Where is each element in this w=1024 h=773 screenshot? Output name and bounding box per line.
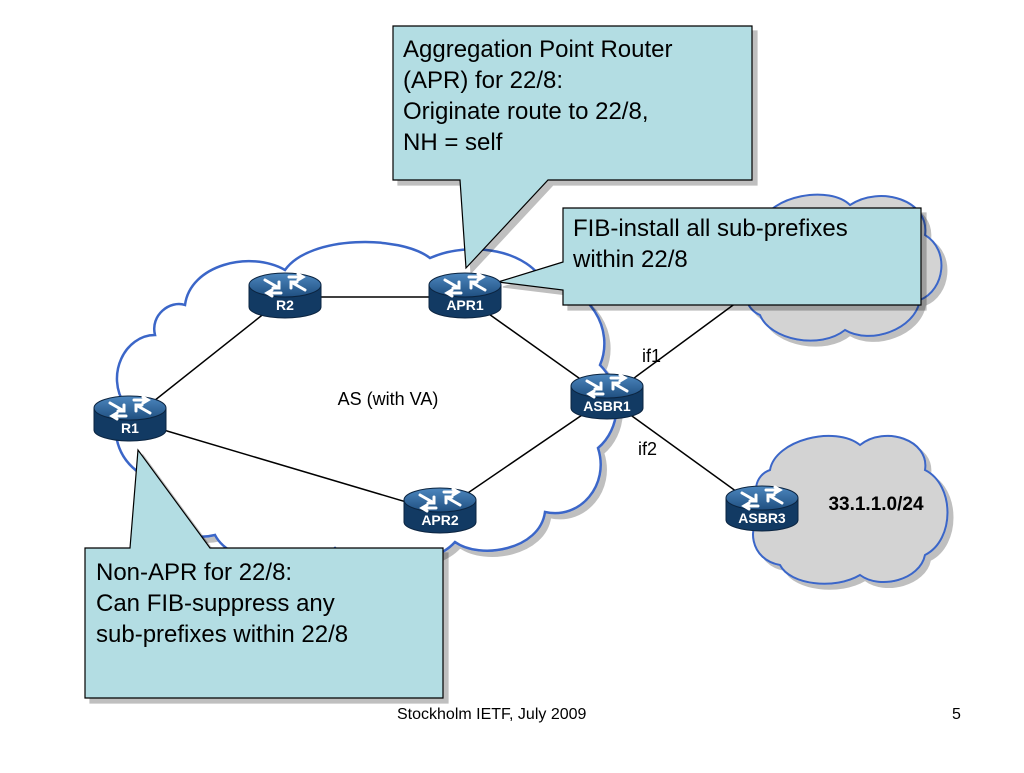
router-label: R1 [121, 420, 139, 436]
router-label: APR2 [421, 512, 459, 528]
callout-fib-install-text: FIB-install all sub-prefixes within 22/8 [573, 215, 848, 273]
router-arrows-icon [263, 272, 307, 298]
router-arrows-icon [108, 395, 152, 421]
router-apr1: APR1 [428, 272, 502, 319]
interface-if1-label: if1 [642, 346, 661, 366]
footer-text: Stockholm IETF, July 2009 [397, 706, 587, 723]
prefix-label: 33.1.1.0/24 [828, 494, 924, 515]
router-arrows-icon [585, 373, 629, 399]
router-r1: R1 [93, 395, 167, 442]
link-r1-apr2 [129, 419, 441, 513]
callout-apr-text: Aggregation Point Router (APR) for 22/8:… [403, 36, 673, 156]
router-label: ASBR3 [738, 510, 786, 526]
callout-fib-install [497, 207, 922, 306]
router-apr2: APR2 [403, 487, 477, 534]
callout-non-apr [84, 448, 444, 699]
interface-if2-label: if2 [638, 439, 657, 459]
as-cloud [114, 240, 618, 565]
router-arrows-icon [418, 487, 462, 513]
router-asbr1: ASBR1 [570, 373, 644, 420]
router-arrows-icon [740, 485, 784, 511]
router-arrows-icon [443, 272, 487, 298]
router-label: R2 [276, 297, 294, 313]
router-label: APR1 [446, 297, 484, 313]
router-r2: R2 [248, 272, 322, 319]
as-label: AS (with VA) [338, 389, 439, 409]
callout-non-apr-text: Non-APR for 22/8: Can FIB-suppress any s… [96, 559, 349, 648]
router-asbr3: ASBR3 [725, 485, 799, 532]
router-label: ASBR1 [583, 398, 631, 414]
page-number: 5 [952, 706, 961, 723]
callout-apr [392, 25, 753, 270]
